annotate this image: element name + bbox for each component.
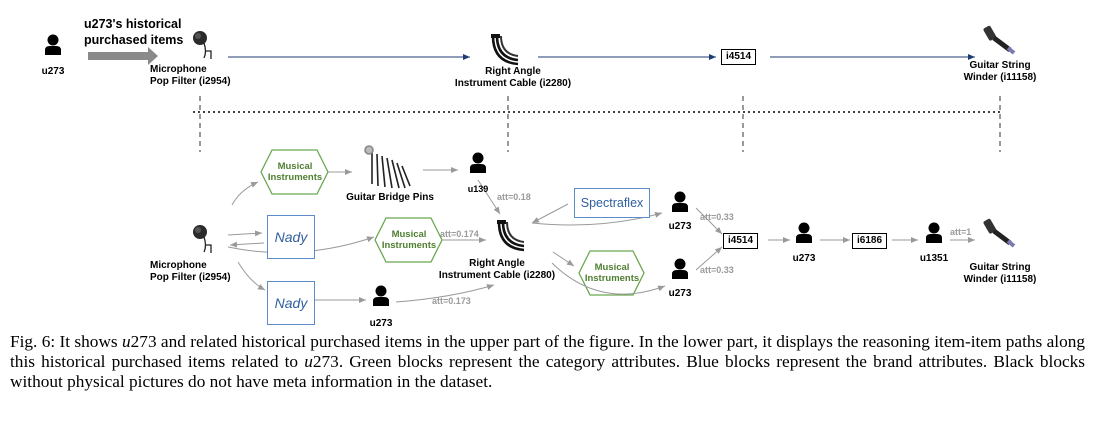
user-label-u139: u139 [467, 184, 489, 194]
history-arrow [88, 47, 158, 65]
item-label-microphone: Microphone Pop Filter (i2954) [150, 64, 231, 87]
item-label-winder: Guitar String Winder (i11158) [963, 60, 1037, 83]
bridge-pins-icon [364, 145, 411, 189]
item-box-i4514-lower: i4514 [723, 233, 759, 249]
microphone-icon [192, 224, 212, 254]
user-label-u273-a: u273 [369, 318, 393, 329]
brand-box-nady-1: Nady [267, 215, 315, 259]
user-label-u273-d: u273 [792, 253, 816, 264]
bridge-pins-label: Guitar Bridge Pins [346, 192, 434, 203]
user-icon [796, 222, 812, 243]
brand-box-nady-2: Nady [267, 281, 315, 325]
user-icon [470, 152, 486, 173]
category-hex-top [260, 149, 329, 195]
winder-icon [983, 218, 1014, 246]
user-icon [45, 34, 61, 55]
history-label-line1: u273's historical [84, 17, 182, 31]
user-label: u273 [41, 66, 65, 77]
user-icon [926, 222, 942, 243]
user-icon [672, 258, 688, 279]
user-label-u273-b: u273 [668, 221, 692, 232]
category-hex-right [578, 250, 645, 296]
item-label-cable: Right Angle Instrument Cable (i2280) [454, 66, 572, 89]
history-label-line2: purchased items [84, 33, 184, 47]
att-033-bottom: att=0.33 [700, 265, 734, 275]
cable-icon [489, 32, 520, 66]
category-label-right: Musical Instruments [584, 262, 640, 284]
winder-icon [983, 25, 1014, 53]
att-1: att=1 [950, 227, 972, 237]
brand-box-spectraflex: Spectraflex [574, 188, 650, 218]
user-label-u273-c: u273 [668, 288, 692, 299]
cable-icon [495, 218, 526, 252]
path-edges [227, 167, 975, 303]
user-icon [672, 191, 688, 212]
diagram-canvas [45, 0, 1093, 306]
history-label: u273's historical purchased items [84, 16, 183, 48]
category-label-top: Musical Instruments [267, 161, 323, 183]
cable-item-label: Right Angle Instrument Cable (i2280) [438, 258, 556, 281]
microphone-icon [192, 30, 212, 60]
start-item-label: Microphone Pop Filter (i2954) [150, 260, 231, 283]
user-icon [373, 285, 389, 306]
category-hex-mid [374, 217, 443, 263]
att-0174: att=0.174 [440, 229, 479, 239]
att-033-top: att=0.33 [700, 212, 734, 222]
vertical-guides [199, 96, 1001, 152]
item-box-i6186: i6186 [852, 233, 888, 249]
winder-item-label: Guitar String Winder (i11158) [963, 262, 1037, 285]
category-label-mid: Musical Instruments [381, 229, 437, 251]
item-box-i4514: i4514 [721, 49, 757, 65]
att-0173: att=0.173 [432, 296, 471, 306]
figure-caption: Fig. 6: It shows u273 and related histor… [10, 332, 1085, 392]
att-018: att=0.18 [497, 192, 531, 202]
user-label-u1351: u1351 [919, 253, 949, 264]
